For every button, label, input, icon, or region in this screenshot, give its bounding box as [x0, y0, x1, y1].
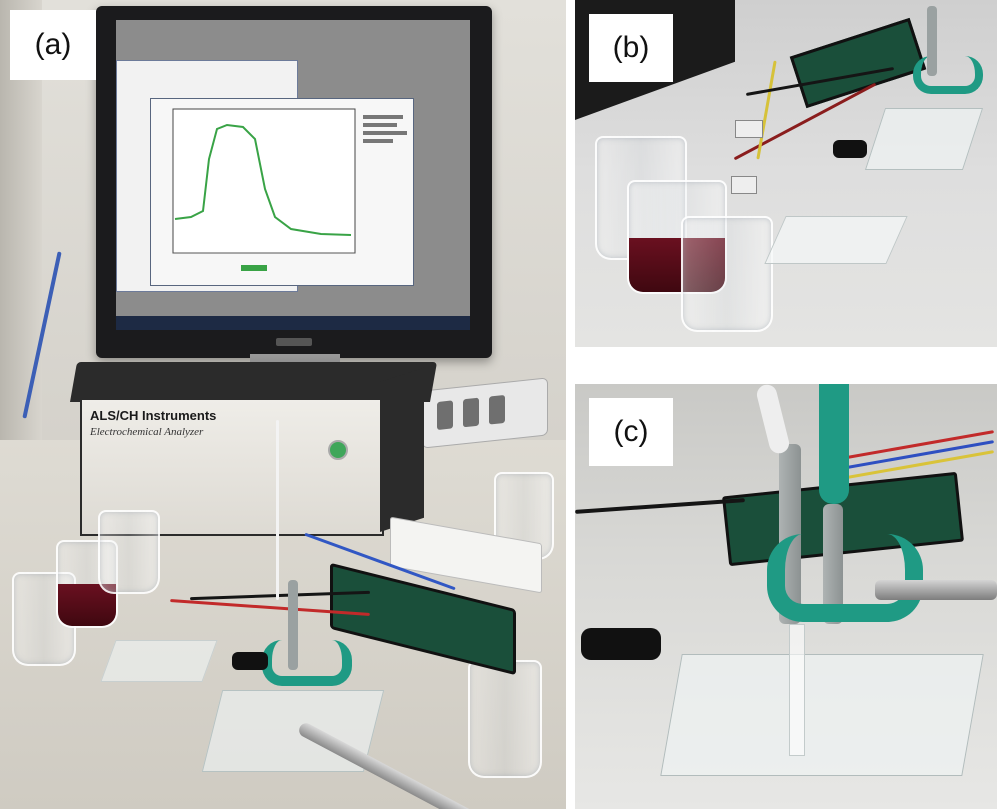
analyzer-front: ALS/CH Instruments Electrochemical Analy… [80, 398, 384, 536]
connector [731, 176, 757, 194]
software-window-plot [150, 98, 414, 286]
panel-c-photo: (c) [575, 384, 997, 809]
panel-b-photo: (b) [575, 0, 997, 347]
analyzer-subtitle: Electrochemical Analyzer [90, 426, 204, 438]
beaker [468, 660, 542, 778]
glass-stand-base [864, 108, 984, 170]
glass-stand-base [660, 654, 984, 776]
microfluidic-chip [100, 640, 218, 682]
outlet [463, 397, 479, 428]
panel-label: (b) [589, 14, 673, 82]
metal-clamp-arm [875, 580, 997, 600]
black-connector [581, 628, 661, 660]
black-connector [833, 140, 867, 158]
electrode-holder [823, 504, 843, 624]
electrode-holder [288, 580, 298, 670]
beaker [681, 216, 773, 332]
green-clamp-top [819, 384, 849, 504]
microfluidic-chip [764, 216, 908, 264]
wire-yellow [756, 60, 777, 160]
liquid [629, 238, 725, 292]
panel-label: (a) [10, 10, 96, 80]
taskbar [116, 316, 470, 330]
white-tube [754, 384, 792, 456]
analyzer-brand: ALS/CH Instruments [90, 408, 217, 423]
glass-post [789, 624, 805, 756]
wire-white [276, 420, 279, 600]
connector [735, 120, 763, 138]
electrode-holder [927, 6, 937, 76]
monitor-logo [276, 338, 312, 346]
wire-black [575, 498, 745, 514]
green-clamp [913, 56, 983, 94]
electrochemical-analyzer: ALS/CH Instruments Electrochemical Analy… [70, 362, 438, 536]
green-clamp [262, 640, 352, 686]
outlet [489, 394, 505, 425]
potential-time-plot [172, 108, 407, 271]
black-connector [232, 652, 268, 670]
panel-label: (c) [589, 398, 673, 466]
green-clamp [767, 534, 923, 622]
beaker [98, 510, 160, 594]
power-button [328, 440, 348, 460]
monitor-screen [116, 20, 470, 330]
outlet [437, 400, 453, 431]
beaker-with-liquid [627, 180, 727, 294]
monitor [96, 6, 492, 358]
analyzer-side [380, 367, 424, 532]
panel-a-photo: ALS/CH Instruments Electrochemical Analy… [0, 0, 566, 809]
